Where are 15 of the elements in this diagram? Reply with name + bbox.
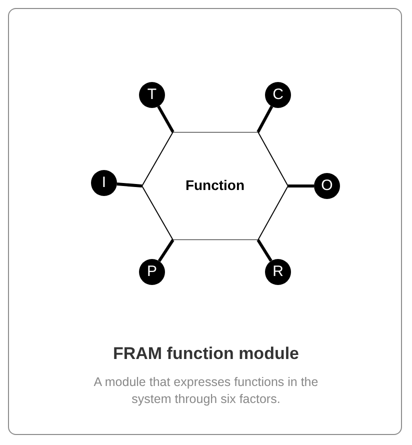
factor-circle: O [314,173,340,199]
connector-line [288,184,314,188]
connector-line [116,182,142,188]
description: A module that expresses functions in the system through six factors. [92,374,320,408]
factor-circle: I [91,170,117,196]
factor-circle: R [265,259,291,285]
factor-circle: P [139,259,165,285]
connector-line [157,106,174,133]
connector-line [256,239,272,262]
factor-circle: T [139,82,165,108]
heading: FRAM function module [112,344,300,364]
connector-line [256,106,274,133]
connector-line [158,239,174,262]
function-hexagon: Function [142,132,288,240]
factor-circle: C [265,82,291,108]
